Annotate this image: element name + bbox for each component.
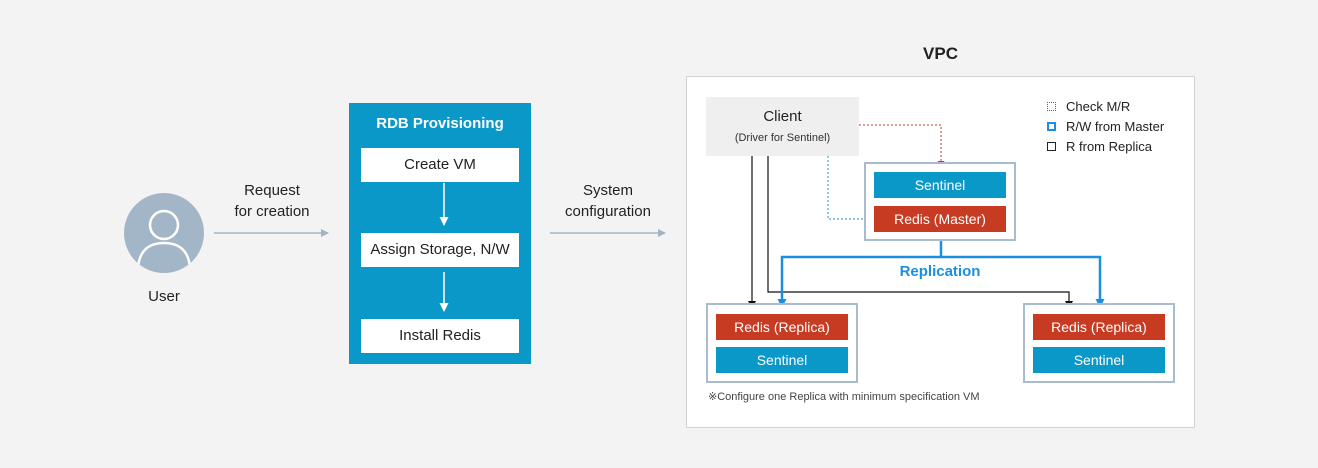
replica-left-sentinel: Sentinel — [716, 347, 848, 373]
read-replica-right-line — [767, 156, 1073, 309]
client-box: Client (Driver for Sentinel) — [706, 97, 859, 156]
redis-replica-left: Redis (Replica) — [716, 314, 848, 340]
legend-label-rw: R/W from Master — [1066, 119, 1165, 134]
replica-group-right: Redis (Replica) Sentinel — [1023, 303, 1175, 383]
rdb-provisioning-panel: RDB Provisioning Create VM Assign Storag… — [349, 103, 531, 364]
request-label: Request for creation — [212, 180, 332, 222]
client-subtitle: (Driver for Sentinel) — [734, 132, 831, 144]
replication-line-right — [941, 255, 1105, 308]
footnote: ※Configure one Replica with minimum spec… — [708, 391, 980, 403]
legend-black-square-icon — [1047, 142, 1056, 151]
master-sentinel: Sentinel — [874, 172, 1006, 198]
legend: Check M/R R/W from Master R from Replica — [1047, 98, 1187, 158]
legend-blue-square-icon — [1047, 122, 1056, 131]
legend-label-check: Check M/R — [1066, 99, 1131, 114]
replication-label: Replication — [899, 263, 981, 280]
request-label-line2: for creation — [234, 203, 310, 220]
replication-line-left — [777, 255, 941, 308]
request-label-line1: Request — [244, 182, 300, 199]
check-mr-line — [859, 124, 945, 168]
step-assign-storage: Assign Storage, N/W — [361, 233, 519, 267]
rw-master-line — [827, 156, 871, 223]
replica-right-sentinel: Sentinel — [1033, 347, 1165, 373]
redis-master: Redis (Master) — [874, 206, 1006, 232]
system-label-line2: configuration — [565, 203, 651, 220]
step-install-redis: Install Redis — [361, 319, 519, 353]
provisioning-title: RDB Provisioning — [376, 115, 504, 132]
vpc-title: VPC — [923, 44, 958, 63]
redis-replica-right: Redis (Replica) — [1033, 314, 1165, 340]
user-label: User — [148, 288, 180, 305]
master-group: Sentinel Redis (Master) — [864, 162, 1016, 241]
system-label-line1: System — [582, 182, 633, 199]
system-label: System configuration — [548, 180, 668, 222]
legend-dotted-icon — [1047, 102, 1056, 111]
step-create-vm: Create VM — [361, 148, 519, 182]
user-avatar-icon — [124, 193, 204, 273]
client-title: Client — [763, 108, 802, 125]
legend-label-read: R from Replica — [1066, 139, 1152, 154]
replica-group-left: Redis (Replica) Sentinel — [706, 303, 858, 383]
